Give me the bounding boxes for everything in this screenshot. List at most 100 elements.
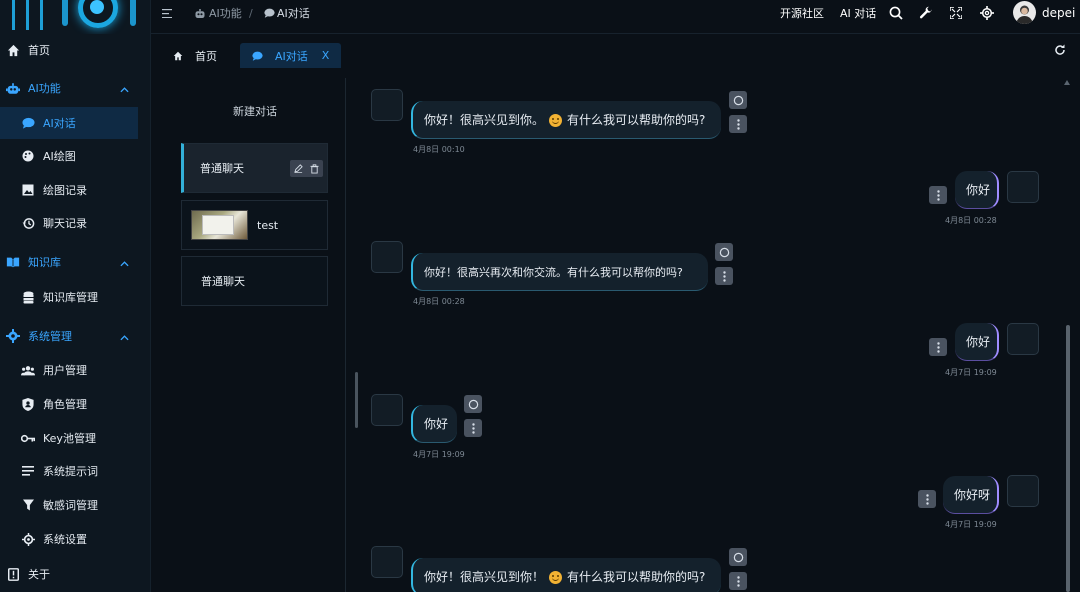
sidebar-group-ai[interactable]: AI功能 bbox=[0, 72, 151, 104]
tab-bar: 首页 AI对话 X bbox=[151, 35, 1080, 68]
robot-icon bbox=[192, 5, 208, 21]
message-text: 你好 bbox=[966, 183, 991, 197]
sidebar-item-label: AI绘图 bbox=[43, 150, 76, 163]
ai-message-bubble: 你好 bbox=[411, 405, 457, 443]
user-message-bubble: 你好 bbox=[955, 171, 999, 209]
trash-icon[interactable] bbox=[310, 163, 319, 174]
sidebar-item-label: 知识库管理 bbox=[43, 291, 98, 304]
smile-emoji-icon bbox=[549, 571, 563, 584]
tab-home[interactable]: 首页 bbox=[173, 43, 233, 68]
sidebar-item-label: 用户管理 bbox=[43, 364, 87, 377]
gear-icon bbox=[6, 329, 20, 343]
more-options-button[interactable] bbox=[729, 115, 747, 133]
header-link-community[interactable]: 开源社区 bbox=[780, 7, 824, 20]
user-message-bubble: 你好呀 bbox=[943, 476, 999, 514]
scroll-up-arrow-icon[interactable] bbox=[1064, 80, 1070, 85]
message-text: 你好呀 bbox=[954, 488, 991, 502]
conversation-title: 普通聊天 bbox=[200, 162, 244, 175]
user-message-bubble: 你好 bbox=[955, 323, 999, 361]
sidebar-item-about[interactable]: 关于 bbox=[0, 558, 151, 590]
sidebar-item-kb-manage[interactable]: 知识库管理 bbox=[0, 281, 151, 313]
message-timestamp: 4月8日 00:28 bbox=[413, 297, 465, 306]
sidebar-item-draw-history[interactable]: 绘图记录 bbox=[0, 174, 151, 206]
chat-icon bbox=[21, 116, 35, 130]
conversation-item[interactable]: 普通聊天 bbox=[181, 256, 328, 306]
chevron-up-icon bbox=[120, 83, 129, 96]
info-icon bbox=[6, 567, 20, 581]
more-options-button[interactable] bbox=[918, 490, 936, 508]
tab-label: 首页 bbox=[195, 49, 217, 63]
tab-label: AI对话 bbox=[275, 49, 308, 63]
user-avatar bbox=[1007, 171, 1039, 203]
user-avatar bbox=[1007, 323, 1039, 355]
more-options-button[interactable] bbox=[929, 338, 947, 356]
regenerate-button[interactable] bbox=[729, 91, 747, 109]
menu-fold-icon[interactable] bbox=[159, 5, 175, 21]
fullscreen-icon[interactable] bbox=[948, 5, 964, 21]
database-icon bbox=[21, 290, 35, 304]
users-icon bbox=[21, 363, 35, 377]
wrench-icon[interactable] bbox=[918, 5, 934, 21]
sidebar-item-ai-draw[interactable]: AI绘图 bbox=[0, 140, 151, 172]
sidebar-item-home[interactable]: 首页 bbox=[0, 34, 151, 66]
sidebar-item-sensitive-words[interactable]: 敏感词管理 bbox=[0, 489, 151, 521]
conversation-item[interactable]: 普通聊天 bbox=[181, 143, 328, 193]
search-icon[interactable] bbox=[888, 5, 904, 21]
more-options-button[interactable] bbox=[729, 572, 747, 590]
message-text: 有什么我可以帮助你的吗? bbox=[567, 113, 706, 127]
sidebar-item-label: 绘图记录 bbox=[43, 184, 87, 197]
regenerate-button[interactable] bbox=[464, 395, 482, 413]
ai-avatar bbox=[371, 546, 403, 578]
sidebar-item-label: 系统提示词 bbox=[43, 465, 98, 478]
ai-message-bubble: 你好！很高兴再次和你交流。有什么我可以帮你的吗? bbox=[411, 253, 708, 291]
tab-ai-chat[interactable]: AI对话 X bbox=[240, 43, 341, 68]
sidebar-item-label: 首页 bbox=[28, 44, 50, 57]
conversation-title: test bbox=[257, 218, 279, 232]
ai-avatar bbox=[371, 89, 403, 121]
more-options-button[interactable] bbox=[929, 186, 947, 204]
sidebar-item-label: Key池管理 bbox=[43, 432, 96, 445]
message-text: 你好！很高兴见到你！ bbox=[424, 570, 545, 584]
chevron-up-icon bbox=[120, 257, 129, 270]
chat-scrollbar[interactable] bbox=[1066, 325, 1070, 592]
message-timestamp: 4月8日 00:28 bbox=[945, 216, 997, 225]
username[interactable]: depei bbox=[1042, 6, 1076, 20]
history-icon bbox=[21, 216, 35, 230]
conversation-title: 普通聊天 bbox=[201, 275, 245, 288]
shield-icon bbox=[21, 397, 35, 411]
refresh-icon[interactable] bbox=[1054, 44, 1066, 56]
conversation-list-scrollbar[interactable] bbox=[355, 372, 358, 428]
sidebar-item-system-prompt[interactable]: 系统提示词 bbox=[0, 455, 151, 487]
breadcrumb-ai[interactable]: AI功能 bbox=[209, 7, 242, 20]
breadcrumb-separator: / bbox=[249, 6, 253, 20]
new-chat-button[interactable]: 新建对话 bbox=[233, 105, 277, 118]
avatar[interactable] bbox=[1013, 1, 1036, 24]
header-link-ai-chat[interactable]: AI 对话 bbox=[840, 7, 877, 20]
edit-icon[interactable] bbox=[293, 164, 303, 173]
palette-icon bbox=[21, 149, 35, 163]
conversation-actions bbox=[290, 160, 323, 177]
sidebar-group-knowledge[interactable]: 知识库 bbox=[0, 246, 151, 278]
tab-close-button[interactable]: X bbox=[321, 49, 330, 62]
more-options-button[interactable] bbox=[464, 419, 482, 437]
ai-avatar bbox=[371, 394, 403, 426]
regenerate-button[interactable] bbox=[729, 548, 747, 566]
sidebar-item-system-settings[interactable]: 系统设置 bbox=[0, 523, 151, 555]
key-icon bbox=[21, 431, 35, 445]
sidebar-item-role-manage[interactable]: 角色管理 bbox=[0, 388, 151, 420]
sidebar-item-label: AI功能 bbox=[28, 82, 61, 95]
sidebar-group-system[interactable]: 系统管理 bbox=[0, 320, 151, 352]
conversation-item[interactable]: test bbox=[181, 200, 328, 250]
regenerate-button[interactable] bbox=[715, 243, 733, 261]
sidebar-item-user-manage[interactable]: 用户管理 bbox=[0, 354, 151, 386]
sidebar-item-label: 敏感词管理 bbox=[43, 499, 98, 512]
sidebar-item-label: 系统管理 bbox=[28, 330, 72, 343]
sidebar-item-key-pool[interactable]: Key池管理 bbox=[0, 422, 151, 454]
smile-emoji-icon bbox=[549, 114, 563, 127]
sidebar-item-ai-chat[interactable]: AI对话 bbox=[0, 107, 138, 139]
message-text: 你好！很高兴见到你。 bbox=[424, 113, 545, 127]
sidebar-item-chat-history[interactable]: 聊天记录 bbox=[0, 207, 151, 239]
sidebar-item-label: 系统设置 bbox=[43, 533, 87, 546]
more-options-button[interactable] bbox=[715, 267, 733, 285]
settings-icon[interactable] bbox=[979, 5, 995, 21]
